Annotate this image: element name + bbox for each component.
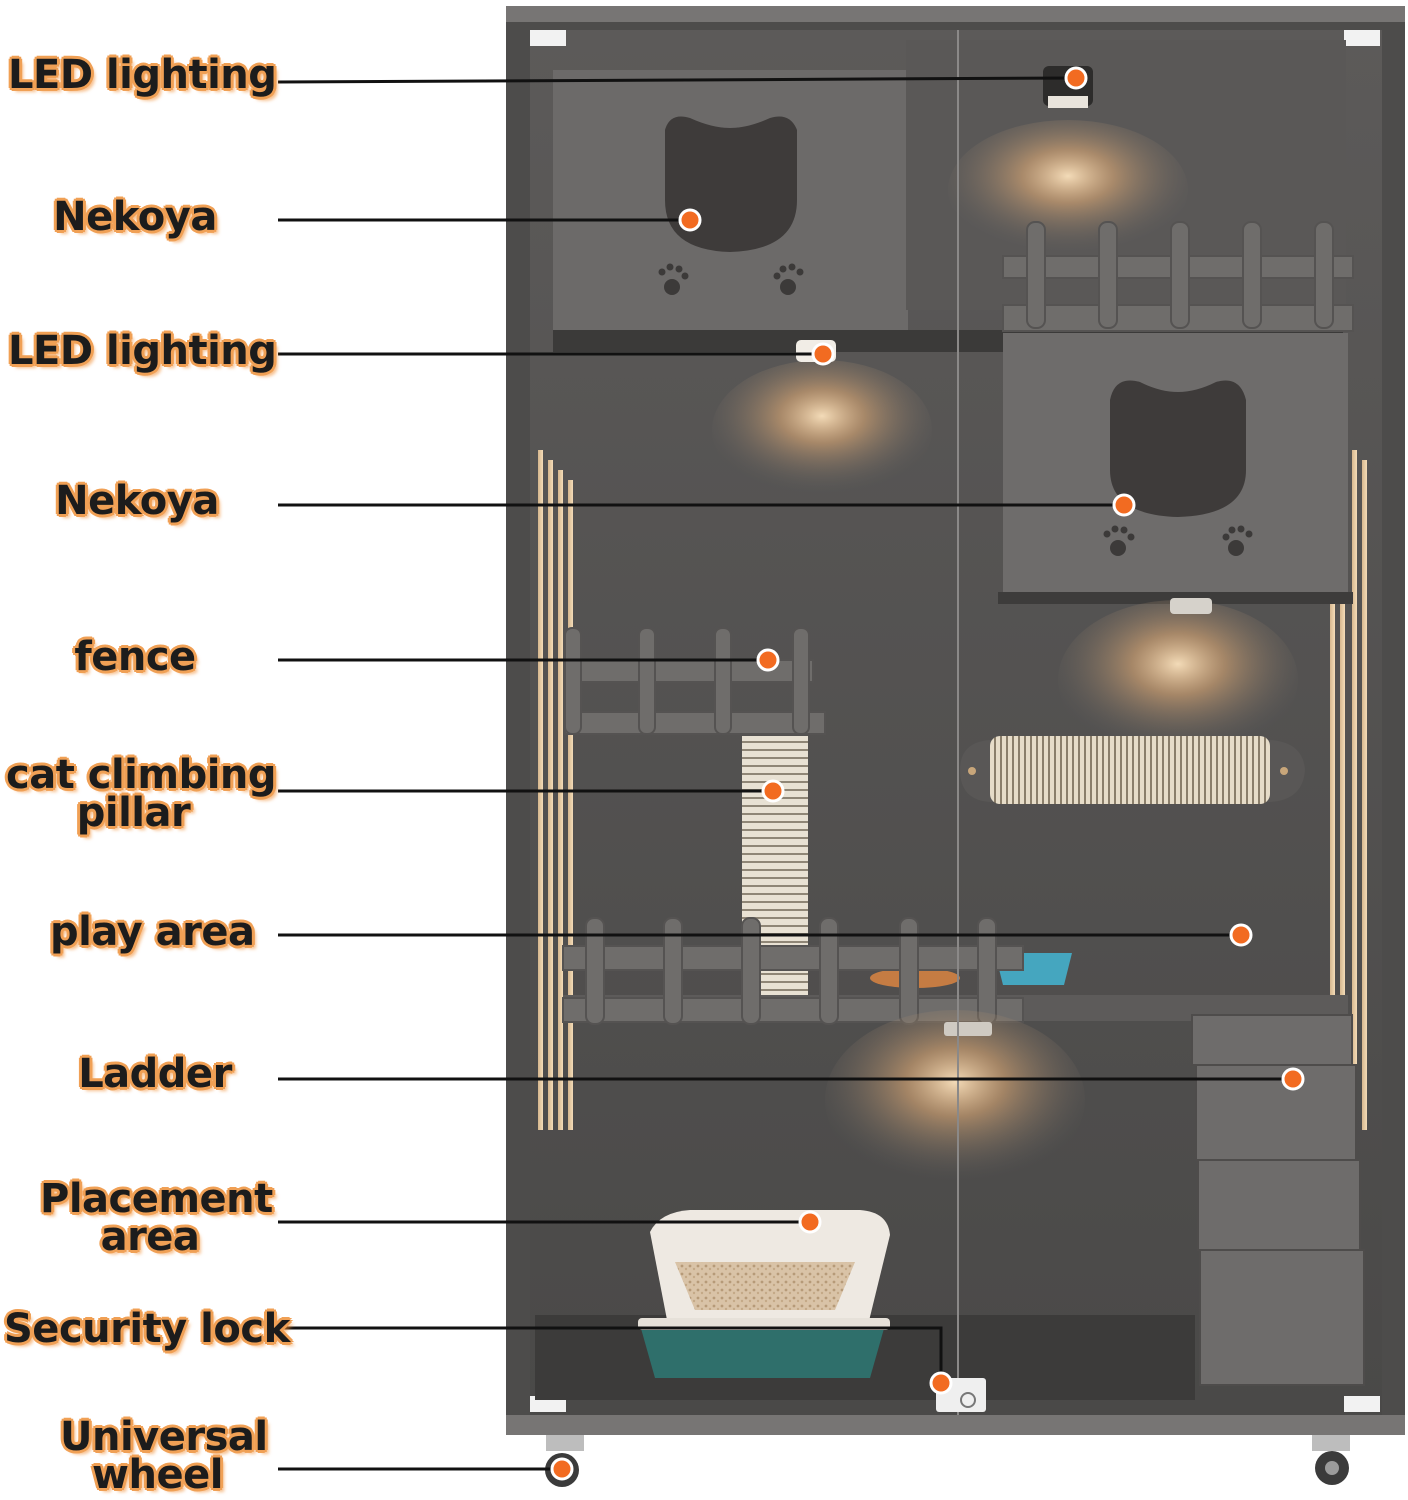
label-ladder: Ladder — [78, 1051, 232, 1097]
marker-dot-placement-area — [798, 1210, 822, 1234]
play-area-fence — [562, 917, 1024, 1025]
label-nekoya-top: Nekoya — [53, 194, 217, 240]
label-placement-area: Placement area — [40, 1176, 273, 1260]
top-fence — [1002, 221, 1354, 332]
marker-dot-led-lighting-top — [1064, 66, 1088, 90]
label-led-lighting-mid: LED lighting — [8, 328, 277, 374]
leader-line-led-lighting-top — [277, 76, 1077, 84]
marker-dot-cat-climbing-pillar — [761, 779, 785, 803]
label-fence: fence — [74, 634, 196, 680]
marker-dot-ladder — [1281, 1067, 1305, 1091]
marker-dot-universal-wheel — [550, 1457, 574, 1481]
cabinet-base — [506, 1415, 1405, 1435]
marker-dot-fence — [756, 648, 780, 672]
callout-leaders — [277, 66, 1305, 1481]
marker-dot-security-lock — [929, 1371, 953, 1395]
label-nekoya-mid: Nekoya — [55, 478, 219, 524]
leader-line-security-lock — [278, 1326, 943, 1383]
left-fence — [564, 627, 826, 735]
label-universal-wheel: Universal wheel — [60, 1414, 268, 1498]
litter-box-base — [640, 1325, 885, 1378]
label-security-lock: Security lock — [4, 1306, 290, 1352]
wall-scratcher — [990, 736, 1270, 804]
label-led-lighting-top: LED lighting — [8, 52, 277, 98]
cat-head-hole-mid — [1110, 380, 1246, 517]
cat-head-hole-top — [665, 116, 797, 252]
cabinet-top-edge — [506, 6, 1405, 26]
marker-dot-nekoya-top — [678, 208, 702, 232]
marker-dot-play-area — [1229, 923, 1253, 947]
label-cat-climbing-pillar: cat climbing pillar — [6, 752, 277, 836]
label-play-area: play area — [50, 909, 255, 955]
wheels — [545, 1435, 1350, 1487]
ladder — [1191, 1014, 1365, 1386]
marker-dot-nekoya-mid — [1112, 493, 1136, 517]
marker-dot-led-lighting-mid — [811, 342, 835, 366]
